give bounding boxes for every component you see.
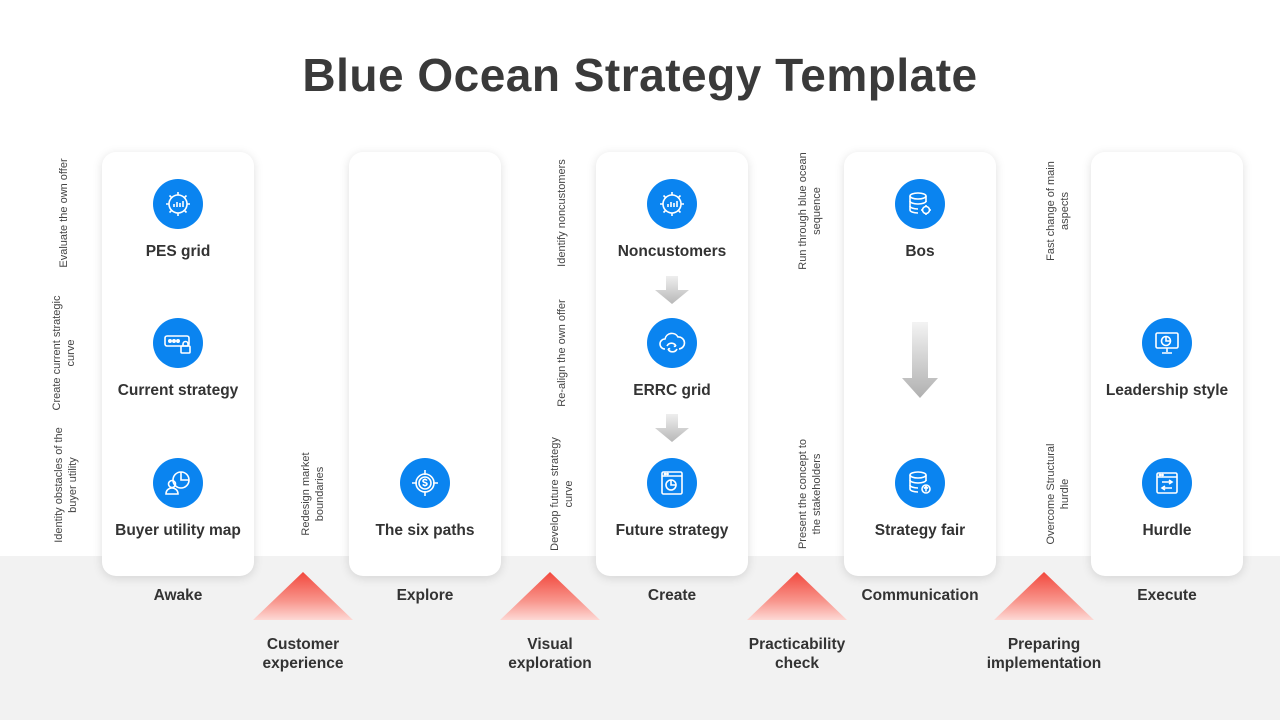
item-buyer-utility-map: Buyer utility map xyxy=(102,458,254,540)
item-label: Current strategy xyxy=(117,382,239,399)
item-label: Buyer utility map xyxy=(115,522,241,539)
stage-label-awake: Awake xyxy=(153,587,203,604)
side-note: Run through blue ocean sequence xyxy=(797,152,823,270)
side-note: Present the concept to the stakeholders xyxy=(797,438,823,550)
gear-chart-icon xyxy=(153,179,203,229)
item-bos: Bos xyxy=(844,179,996,261)
item-label: PES grid xyxy=(145,243,211,260)
stage-label-execute: Execute xyxy=(1137,587,1197,604)
arrow-down-icon xyxy=(902,322,938,398)
side-note: Develop future strategy curve xyxy=(549,437,575,551)
item-label: Strategy fair xyxy=(874,522,966,539)
card-create: Noncustomers ERRC grid Futur xyxy=(596,152,748,576)
item-six-paths: The six paths xyxy=(349,458,501,540)
phase-label: Preparing implementation xyxy=(986,636,1102,672)
database-upload-icon xyxy=(895,458,945,508)
cloud-arrows-icon xyxy=(647,318,697,368)
item-label: Bos xyxy=(905,243,935,260)
side-note: Identity obstacles of the buyer utility xyxy=(53,427,79,543)
browser-transfer-icon xyxy=(1142,458,1192,508)
user-pie-chart-icon xyxy=(153,458,203,508)
item-leadership-style: Leadership style xyxy=(1091,318,1243,400)
item-future-strategy: Future strategy xyxy=(596,458,748,540)
item-label: Hurdle xyxy=(1142,522,1192,539)
item-strategy-fair: Strategy fair xyxy=(844,458,996,540)
item-label: ERRC grid xyxy=(633,382,711,399)
stage-label-communication: Communication xyxy=(861,587,979,604)
card-explore: The six paths xyxy=(349,152,501,576)
side-note: Create current strategic curve xyxy=(51,295,77,411)
arrow-down-icon xyxy=(655,276,689,304)
item-noncustomers: Noncustomers xyxy=(596,179,748,261)
item-hurdle: Hurdle xyxy=(1091,458,1243,540)
side-note: Re-align the own offer xyxy=(556,299,568,407)
item-label: Future strategy xyxy=(615,522,729,539)
item-current-strategy: Current strategy xyxy=(102,318,254,400)
side-note: Overcome Structural hurdle xyxy=(1045,443,1071,545)
password-lock-icon xyxy=(153,318,203,368)
page-title: Blue Ocean Strategy Template xyxy=(302,49,978,101)
bottom-band xyxy=(0,556,1280,720)
side-note: Identify noncustomers xyxy=(556,159,568,267)
item-label: Leadership style xyxy=(1105,382,1229,399)
stage-label-explore: Explore xyxy=(396,587,454,604)
item-pes-grid: PES grid xyxy=(102,179,254,261)
phase-label: Practicability check xyxy=(748,636,846,672)
stage-label-create: Create xyxy=(647,587,697,604)
gear-chart-icon xyxy=(647,179,697,229)
side-note: Redesign market boundaries xyxy=(300,452,326,536)
phase-label: Customer experience xyxy=(262,636,344,672)
phase-label: Visual exploration xyxy=(508,636,592,672)
target-dollar-icon xyxy=(400,458,450,508)
item-label: The six paths xyxy=(375,522,475,539)
card-awake: PES grid Current strategy Buyer utility … xyxy=(102,152,254,576)
side-note: Fast change of main aspects xyxy=(1045,161,1071,261)
browser-chart-icon xyxy=(647,458,697,508)
database-gear-icon xyxy=(895,179,945,229)
monitor-chart-icon xyxy=(1142,318,1192,368)
side-note: Evaluate the own offer xyxy=(58,158,70,268)
item-errc-grid: ERRC grid xyxy=(596,318,748,400)
item-label: Noncustomers xyxy=(617,243,727,260)
arrow-down-icon xyxy=(655,414,689,442)
card-execute: Leadership style Hurdle xyxy=(1091,152,1243,576)
card-communication: Bos Strategy fair xyxy=(844,152,996,576)
